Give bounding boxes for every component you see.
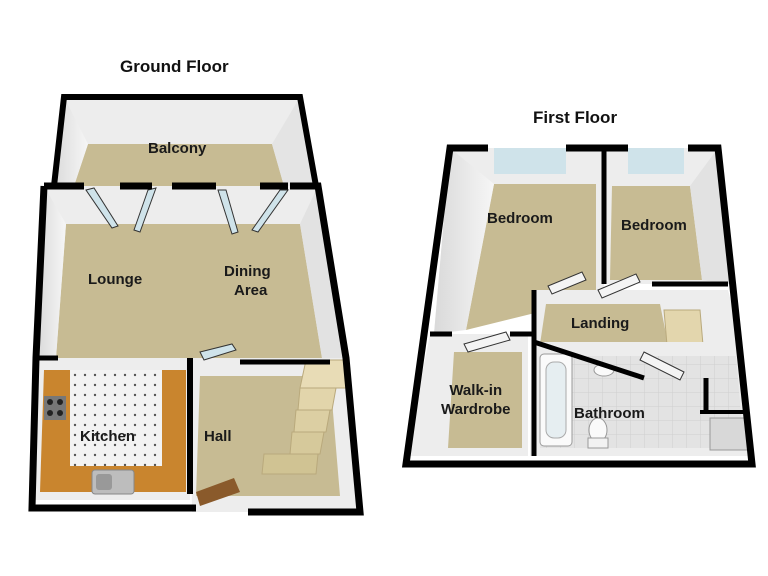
glazed-doors bbox=[85, 187, 289, 361]
bathroom-label: Bathroom bbox=[574, 405, 645, 422]
lounge-label: Lounge bbox=[88, 271, 143, 288]
kitchen-label: Kitchen bbox=[80, 428, 136, 445]
bathroom-room bbox=[530, 342, 750, 456]
wardrobe-label-line2: Wardrobe bbox=[441, 401, 511, 418]
landing-label: Landing bbox=[571, 315, 630, 332]
hall-label: Hall bbox=[204, 428, 232, 445]
balcony-room bbox=[51, 94, 319, 187]
ground-floor-plan bbox=[28, 94, 364, 516]
lounge-dining-room bbox=[36, 186, 346, 358]
first-floor-plan bbox=[401, 144, 756, 468]
first-floor-doors bbox=[463, 271, 685, 381]
ground-floor-walls bbox=[28, 182, 364, 516]
first-floor-title: First Floor bbox=[533, 108, 618, 127]
ground-floor-title: Ground Floor bbox=[120, 57, 229, 76]
first-floor-walls bbox=[401, 144, 756, 468]
staircase bbox=[261, 359, 347, 475]
dining-label-line1: Dining bbox=[224, 263, 271, 280]
dining-area-label: Dining Area bbox=[224, 262, 271, 300]
kitchen-room bbox=[32, 358, 190, 500]
hall-room bbox=[190, 358, 360, 512]
walk-in-wardrobe-label: Walk-in Wardrobe bbox=[441, 381, 510, 419]
walk-in-wardrobe-room bbox=[406, 334, 528, 456]
balcony-label: Balcony bbox=[148, 140, 207, 157]
bedroom-right-label: Bedroom bbox=[621, 217, 687, 234]
dining-label-line2: Area bbox=[234, 282, 268, 299]
bedroom-left-label: Bedroom bbox=[487, 210, 553, 227]
wardrobe-label-line1: Walk-in bbox=[449, 382, 503, 399]
